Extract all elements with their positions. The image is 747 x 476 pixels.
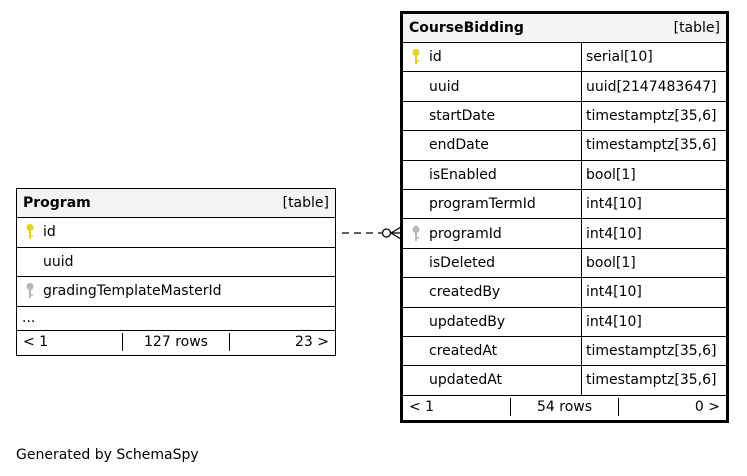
course-bidding-table-header: CourseBidding [table] <box>403 14 726 43</box>
column-cell: programId <box>403 219 581 247</box>
table-footer: < 1 127 rows 23 > <box>17 331 335 355</box>
column-name: programId <box>429 225 502 242</box>
column-name: programTermId <box>429 196 536 213</box>
column-row[interactable]: id serial[10] <box>403 43 726 73</box>
column-row[interactable]: endDate timestamptz[35,6] <box>403 131 726 161</box>
more-columns: ... <box>17 307 335 331</box>
table-kind: [table] <box>673 20 720 36</box>
column-name: createdBy <box>429 284 501 301</box>
column-name: startDate <box>429 107 496 124</box>
column-type: bool[1] <box>581 160 726 189</box>
generated-by-label: Generated by SchemaSpy <box>16 447 199 463</box>
column-cell: id <box>17 218 335 247</box>
footer-prev: < 1 <box>403 397 511 416</box>
column-cell: createdAt <box>403 337 581 365</box>
column-name: gradingTemplateMasterId <box>43 283 222 300</box>
table-name: Program <box>23 195 91 211</box>
table-kind: [table] <box>282 195 329 211</box>
footer-rows: 127 rows <box>123 332 230 351</box>
column-type: uuid[2147483647] <box>581 72 726 101</box>
foreign-key-icon <box>412 225 420 241</box>
table-footer: < 1 54 rows 0 > <box>403 396 726 420</box>
column-row[interactable]: programId int4[10] <box>403 219 726 249</box>
column-cell: programTermId <box>403 190 581 218</box>
column-cell: createdBy <box>403 278 581 306</box>
column-row[interactable]: uuid <box>17 248 335 277</box>
column-name: uuid <box>429 78 460 95</box>
column-cell: gradingTemplateMasterId <box>17 277 335 306</box>
primary-key-icon <box>26 224 34 240</box>
column-name: endDate <box>429 137 489 154</box>
crow-foot-line <box>390 226 402 234</box>
column-row[interactable]: programTermId int4[10] <box>403 189 726 220</box>
primary-key-icon <box>412 49 420 65</box>
column-name: createdAt <box>429 343 498 360</box>
column-type: timestamptz[35,6] <box>581 131 726 160</box>
column-cell: isDeleted <box>403 249 581 277</box>
column-cell: id <box>403 43 581 71</box>
column-name: id <box>43 224 56 241</box>
column-name: isDeleted <box>429 254 496 271</box>
column-type: timestamptz[35,6] <box>581 101 726 131</box>
crow-foot-line <box>390 232 402 240</box>
column-cell: uuid <box>403 72 581 100</box>
column-cell: isEnabled <box>403 161 581 189</box>
column-row[interactable]: startDate timestamptz[35,6] <box>403 101 726 132</box>
column-row[interactable]: updatedBy int4[10] <box>403 307 726 337</box>
column-type: int4[10] <box>581 278 726 307</box>
column-row[interactable]: isDeleted bool[1] <box>403 248 726 279</box>
column-cell: updatedAt <box>403 366 581 394</box>
column-type: timestamptz[35,6] <box>581 366 726 395</box>
column-name: isEnabled <box>429 166 497 183</box>
column-type: int4[10] <box>581 219 726 248</box>
column-name: id <box>429 49 442 66</box>
program-table[interactable]: Program [table] id uuid gradingTemplateMas… <box>16 188 336 356</box>
column-type: int4[10] <box>581 307 726 336</box>
table-name: CourseBidding <box>409 20 524 36</box>
foreign-key-icon <box>26 283 34 299</box>
program-table-header: Program [table] <box>17 189 335 218</box>
footer-next: 0 > <box>694 398 720 415</box>
column-name: updatedBy <box>429 313 506 330</box>
footer-prev: < 1 <box>17 332 124 351</box>
column-type: serial[10] <box>581 43 726 72</box>
column-name: updatedAt <box>429 372 503 389</box>
column-row[interactable]: uuid uuid[2147483647] <box>403 72 726 102</box>
column-row[interactable]: createdAt timestamptz[35,6] <box>403 336 726 367</box>
zero-optional-marker <box>381 228 392 238</box>
column-row[interactable]: isEnabled bool[1] <box>403 160 726 190</box>
footer-rows: 54 rows <box>511 397 619 416</box>
column-type: bool[1] <box>581 248 726 278</box>
column-cell: updatedBy <box>403 308 581 336</box>
footer-next: 23 > <box>294 333 329 350</box>
column-row[interactable]: id <box>17 218 335 248</box>
column-name: uuid <box>43 253 74 270</box>
column-row[interactable]: gradingTemplateMasterId <box>17 277 335 307</box>
column-row[interactable]: createdBy int4[10] <box>403 278 726 308</box>
column-cell: uuid <box>17 248 335 277</box>
column-type: int4[10] <box>581 189 726 219</box>
column-type: timestamptz[35,6] <box>581 336 726 366</box>
column-cell: startDate <box>403 102 581 130</box>
column-row[interactable]: updatedAt timestamptz[35,6] <box>403 366 726 396</box>
column-cell: endDate <box>403 131 581 159</box>
